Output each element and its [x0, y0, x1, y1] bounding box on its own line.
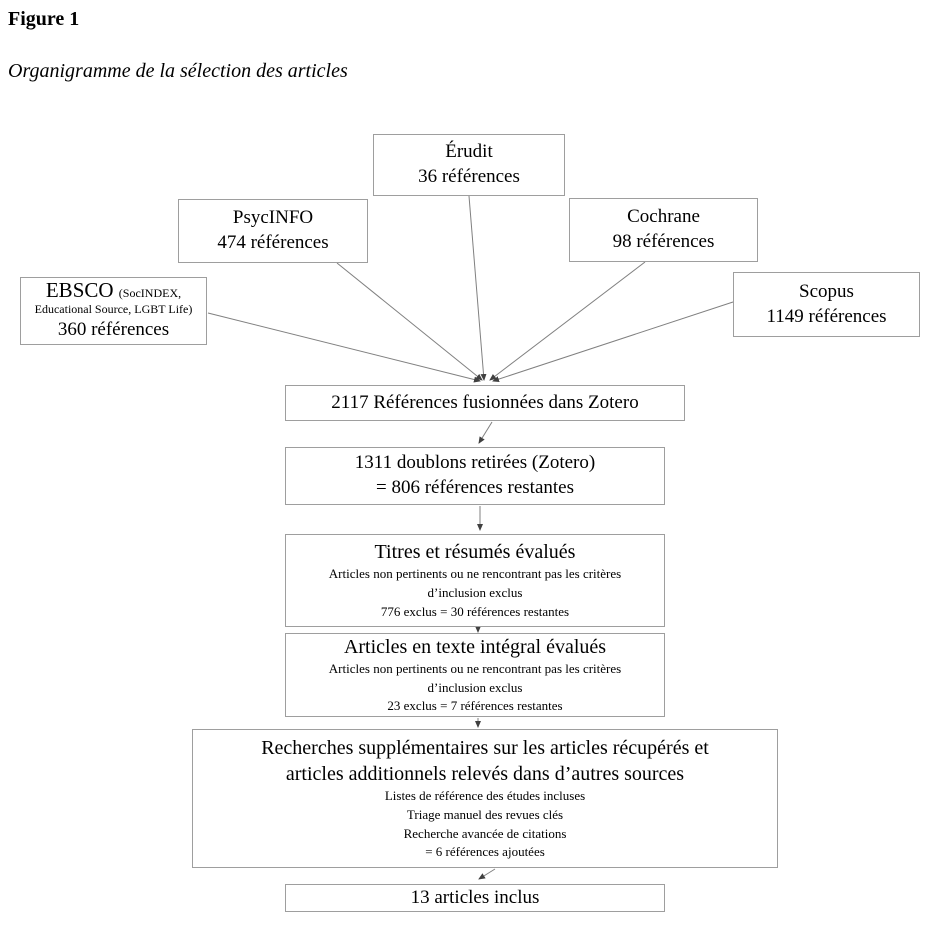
source-title: PsycINFO [232, 207, 314, 229]
step-detail-line1: Articles non pertinents ou ne rencontran… [328, 566, 622, 582]
step-box-duplicates-removed: 1311 doublons retirées (Zotero) = 806 ré… [285, 447, 665, 505]
connector-scopus-to-merged [492, 301, 734, 382]
step-heading-line2: articles additionnels relevés dans d’aut… [285, 762, 685, 785]
figure-caption: Organigramme de la sélection des article… [8, 60, 348, 82]
step-detail-line2: d’inclusion exclus [427, 679, 523, 695]
source-title: EBSCO (SocINDEX, [45, 278, 182, 303]
step-heading: Articles en texte intégral évalués [343, 635, 607, 658]
source-box-erudit: Érudit 36 références [373, 134, 565, 196]
source-count: 98 références [612, 231, 715, 252]
step-text: 2117 Références fusionnées dans Zotero [331, 391, 639, 413]
step-detail-line3: 776 exclus = 30 références restantes [380, 603, 570, 619]
source-title: Cochrane [627, 206, 700, 228]
step-detail-line1: Articles non pertinents ou ne rencontran… [328, 660, 622, 676]
source-box-psycinfo: PsycINFO 474 références [178, 199, 368, 263]
connector-ebsco-to-merged [207, 312, 481, 383]
step-detail-line2: Triage manuel des revues clés [406, 806, 564, 822]
step-text-line2: = 806 références restantes [376, 477, 574, 498]
source-count: 36 références [418, 166, 520, 187]
source-title-suffix: (SocINDEX, [118, 286, 182, 301]
step-detail-line1: Listes de référence des études incluses [384, 787, 586, 803]
source-subtitle: Educational Source, LGBT Life) [34, 302, 193, 317]
step-box-supplementary-searches: Recherches supplémentaires sur les artic… [192, 729, 778, 868]
step-detail-line3: Recherche avancée de citations [403, 825, 567, 841]
step-detail-line3: 23 exclus = 7 références restantes [387, 698, 563, 714]
step-text: 13 articles inclus [410, 886, 540, 908]
step-heading-line1: Recherches supplémentaires sur les artic… [261, 736, 709, 759]
step-detail-line2: d’inclusion exclus [427, 585, 523, 601]
step-box-titles-abstracts: Titres et résumés évalués Articles non p… [285, 534, 665, 627]
source-box-cochrane: Cochrane 98 références [569, 198, 758, 262]
source-box-scopus: Scopus 1149 références [733, 272, 920, 337]
source-title: Scopus [799, 280, 854, 302]
step-heading: Titres et résumés évalués [374, 541, 576, 564]
step-box-full-text: Articles en texte intégral évalués Artic… [285, 633, 665, 717]
source-count: 360 références [57, 319, 170, 340]
source-count: 1149 références [766, 305, 887, 327]
connector-cochrane-to-merged [489, 261, 646, 381]
connector-erudit-to-merged [468, 195, 487, 381]
connector-supplementary-to-included [478, 868, 496, 880]
connector-merged-to-duplicates [478, 421, 493, 444]
step-box-articles-included: 13 articles inclus [285, 884, 665, 912]
source-box-ebsco: EBSCO (SocINDEX, Educational Source, LGB… [20, 277, 207, 345]
source-count: 474 références [217, 232, 329, 253]
step-detail-line4: = 6 références ajoutées [425, 844, 545, 860]
step-box-merged-references: 2117 Références fusionnées dans Zotero [285, 385, 685, 421]
figure-label: Figure 1 [8, 8, 80, 30]
step-text-line1: 1311 doublons retirées (Zotero) [354, 452, 596, 474]
connector-psycinfo-to-merged [336, 262, 483, 381]
source-title: Érudit [445, 141, 493, 163]
